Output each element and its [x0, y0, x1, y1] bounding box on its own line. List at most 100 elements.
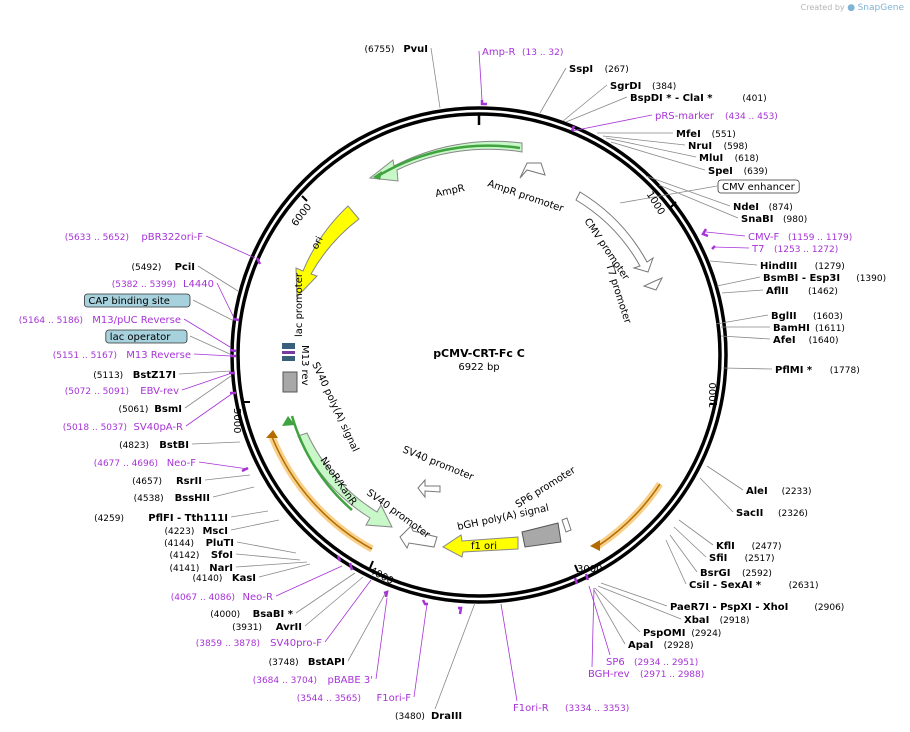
connector-right-afei [720, 335, 771, 340]
right-alei-coord: (2233) [782, 487, 812, 497]
right-mfei-name: MfeI [676, 129, 701, 140]
connector-left-bstz17i [178, 370, 232, 375]
connector-left-pbr322ori-f [205, 235, 256, 259]
connector-right-aflii [721, 289, 764, 294]
primer-mark-bgh-rev [584, 573, 590, 581]
orange-right-line [597, 483, 661, 547]
connector-right-cmv-enhancer [619, 185, 718, 204]
connector-left-cap-binding-site [192, 299, 233, 321]
primer-mark-sp6 [573, 577, 579, 585]
left-pvui-coord: (6755) [364, 45, 394, 55]
m13-rev-block [282, 351, 295, 354]
connector-left-pluti [236, 541, 297, 554]
right-snabi-name: SnaBI [741, 214, 773, 225]
right-paer7i-pspxi-xhoi-coord: (2906) [814, 603, 844, 613]
left-nari-coord: (4141) [169, 564, 199, 574]
right-aflii-name: AflII [766, 286, 789, 297]
tick-3000: 3000 [577, 564, 602, 575]
left-bsmi-name: BsmI [154, 404, 182, 415]
connector-left-ebv-rev [181, 373, 230, 391]
right-afei-name: AfeI [773, 335, 796, 346]
right-bglii-coord: (1603) [813, 312, 843, 322]
right-nrui-coord: (598) [724, 142, 748, 152]
connector-left-rsrii [204, 474, 251, 481]
right-sacii-name: SacII [736, 508, 763, 519]
right-cmv-f-coord: (1159 .. 1179) [788, 233, 852, 243]
left-f1ori-f-coord: (3544 .. 3565) [297, 694, 361, 704]
f1-ori-label: f1 ori [471, 541, 497, 552]
connector-left-m13-reverse [193, 353, 232, 357]
right-bamhi-name: BamHI [773, 323, 810, 334]
connector-right-bsmbi-esp3i [716, 276, 761, 287]
connector-left-bsabi [295, 572, 356, 614]
neo-cds-head [282, 416, 295, 426]
bottom-bgh-rev-coord: (2971 .. 2988) [640, 670, 704, 680]
left-pbr322ori-f-coord: (5633 .. 5652) [65, 233, 129, 243]
connector-right-bsrgi [669, 534, 698, 573]
connector-right-sgrdi [562, 84, 608, 122]
right-t7-name: T7 [751, 244, 764, 255]
left-bstapi-coord: (3748) [269, 658, 299, 668]
right-pspomi-coord: (2924) [691, 629, 721, 639]
left-pbr322ori-f-name: pBR322ori-F [141, 232, 203, 243]
connector-left-lac-operator [189, 335, 233, 356]
sv40-polya-label: SV40 poly(A) signal [309, 361, 360, 454]
right-bspdi-clai-name: BspDI * - ClaI * [630, 93, 713, 104]
tick-4000: 4000 [367, 565, 395, 587]
left-neo-r-name: Neo-R [243, 592, 274, 603]
connector-right-mlui [605, 137, 697, 158]
right-sspi-name: SspI [569, 64, 593, 75]
left-lac-operator-label: lac operator [110, 332, 171, 343]
t7-promoter-arrow [642, 277, 664, 291]
connector-bottom-sp6 [588, 585, 611, 656]
right-mfei-coord: (551) [712, 130, 736, 140]
connector-right-hindiii [709, 260, 758, 266]
watermark-prefix: Created by [800, 3, 845, 12]
connector-left-pcii [197, 265, 239, 292]
orange-right-glow [596, 482, 663, 549]
left-avrii-coord: (3931) [232, 623, 262, 633]
connector-right-spei [610, 141, 706, 171]
left-sv40pro-f-name: SV40pro-F [270, 638, 322, 649]
connector-right-paer7i-pspxi-xhoi [600, 582, 668, 607]
left-kasi-name: KasI [232, 573, 256, 584]
primer-mark-f1ori-f [421, 599, 428, 606]
right-ndei-name: NdeI [733, 202, 759, 213]
connector-right-ndei [645, 175, 731, 207]
left-bsabi-coord: (4000) [210, 610, 240, 620]
left-bsabi-name: BsaBI * [253, 609, 294, 620]
right-aflii-coord: (1462) [808, 287, 838, 297]
primer-mark-f1ori-r [458, 606, 463, 615]
right-cmv-f-name: CMV-F [748, 232, 779, 243]
connector-left-sfoi [235, 553, 301, 561]
left-kasi-coord: (4140) [192, 574, 222, 584]
feature-lac: lac promoter M13 rev [282, 272, 310, 393]
feature-sp6-promoter: SP6 promoter [514, 465, 578, 533]
left-pbabe-3-coord: (3684 .. 3704) [253, 676, 317, 686]
connector-right-pflmi [722, 367, 773, 370]
sp6-promoter-arrow [561, 517, 572, 533]
right-sgrdi-name: SgrDI [610, 81, 641, 92]
right-nrui-name: NruI [688, 141, 712, 152]
left-bsmi-coord: (5061) [118, 405, 148, 415]
right-apai-coord: (2928) [664, 641, 694, 651]
right-kfli-name: KflI [716, 541, 735, 552]
tick-6000: 6000 [290, 202, 314, 229]
right-afei-coord: (1640) [809, 336, 839, 346]
ori-arrow [295, 205, 360, 299]
feature-ampr-promoter: AmpR promoter [486, 162, 566, 215]
primer-mark-prs-marker [570, 125, 576, 132]
primer-mark-m13-puc [229, 348, 237, 353]
bottom-sp6-coord: (2934 .. 2951) [634, 658, 698, 668]
bottom-draiii-name: DraIII [431, 711, 462, 722]
tick-1000-mark [670, 201, 677, 208]
left-neo-r-coord: (4067 .. 4086) [171, 593, 235, 603]
right-bamhi-coord: (1611) [815, 324, 845, 334]
bottom-f1ori-r-name: F1ori-R [513, 703, 549, 714]
left-pluti-coord: (4144) [164, 539, 194, 549]
left-bstbi-name: BstBI [159, 440, 189, 451]
tick-5000: 5000 [231, 408, 242, 433]
left-m13-reverse-coord: (5151 .. 5167) [53, 351, 117, 361]
left-pflfi-tth111i-coord: (4259) [94, 514, 124, 524]
primer-mark-sv40pro-f [348, 562, 354, 571]
